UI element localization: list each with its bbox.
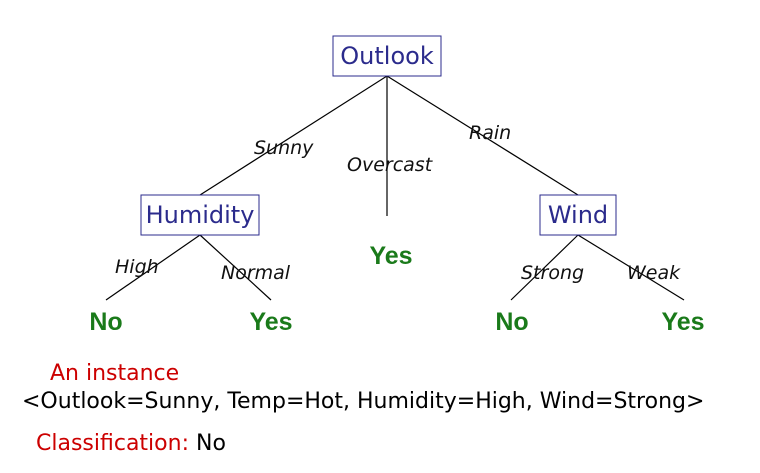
node-wind-label: Wind [548, 201, 608, 229]
edge-wind-strong [510, 234, 579, 301]
decision-tree: Outlook Humidity Wind Sunny Overcast Rai… [89, 35, 705, 336]
edge-label-sunny: Sunny [254, 137, 314, 159]
edge-label-rain: Rain [469, 122, 511, 144]
edge-label-strong: Strong [521, 262, 584, 284]
node-wind: Wind [539, 194, 617, 236]
node-outlook-label: Outlook [340, 42, 434, 70]
classification-value: No [195, 431, 226, 456]
edge-humidity-normal [199, 234, 272, 301]
leaf-weak-yes: Yes [661, 308, 704, 336]
edge-outlook-humidity [199, 75, 388, 196]
edge-label-overcast: Overcast [347, 154, 434, 176]
node-humidity: Humidity [140, 194, 260, 236]
instance-tuple: <Outlook=Sunny, Temp=Hot, Humidity=High,… [22, 389, 705, 414]
edge-humidity-high [105, 234, 201, 301]
edge-outlook-wind [386, 75, 579, 196]
classification-label: Classification: [36, 431, 189, 456]
leaf-strong-no: No [495, 308, 528, 336]
instance-heading: An instance [50, 361, 180, 386]
edge-wind-weak [577, 234, 685, 301]
node-outlook: Outlook [332, 35, 442, 77]
classification-line: Classification: No [36, 431, 226, 456]
edge-label-high: High [115, 256, 159, 278]
leaf-normal-yes: Yes [249, 308, 292, 336]
leaf-overcast-yes: Yes [369, 242, 412, 270]
edge-label-weak: Weak [627, 262, 681, 284]
node-humidity-label: Humidity [146, 201, 255, 229]
leaf-high-no: No [89, 308, 122, 336]
edge-label-normal: Normal [221, 262, 291, 284]
